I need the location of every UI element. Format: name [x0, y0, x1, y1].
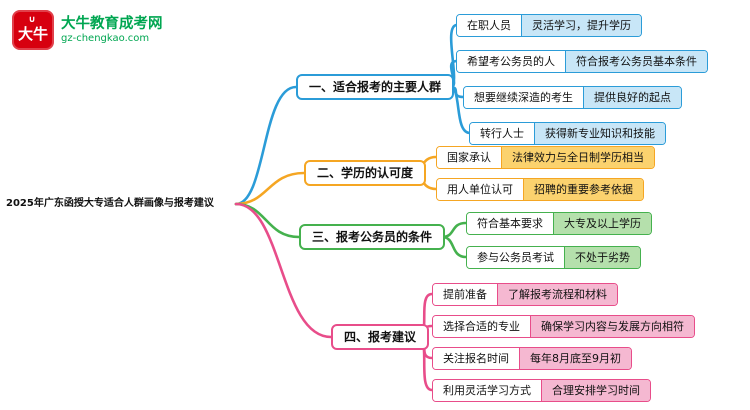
leaf-label: 希望考公务员的人	[457, 51, 565, 72]
leaf-node: 希望考公务员的人 符合报考公务员基本条件	[456, 50, 708, 73]
leaf-node: 想要继续深造的考生 提供良好的起点	[463, 86, 682, 109]
leaf-label: 在职人员	[457, 15, 521, 36]
leaf-label: 选择合适的专业	[433, 316, 530, 337]
leaf-node: 提前准备 了解报考流程和材料	[432, 283, 618, 306]
leaf-label: 国家承认	[437, 147, 501, 168]
leaf-value: 了解报考流程和材料	[497, 284, 617, 305]
leaf-label: 想要继续深造的考生	[464, 87, 583, 108]
leaf-value: 合理安排学习时间	[541, 380, 650, 401]
leaf-value: 大专及以上学历	[553, 213, 651, 234]
branch-node-2: 二、学历的认可度	[304, 160, 427, 186]
leaf-node: 利用灵活学习方式 合理安排学习时间	[432, 379, 651, 402]
leaf-node: 符合基本要求 大专及以上学历	[466, 212, 652, 235]
branch-node-4: 四、报考建议	[331, 324, 430, 350]
leaf-label: 用人单位认可	[437, 179, 523, 200]
bull-horns-glyph: ∪	[28, 14, 38, 25]
logo: ∪ 大牛 大牛教育成考网 gz-chengkao.com	[12, 10, 163, 50]
leaf-value: 灵活学习，提升学历	[521, 15, 641, 36]
leaf-value: 确保学习内容与发展方向相符	[530, 316, 694, 337]
leaf-value: 招聘的重要参考依据	[523, 179, 643, 200]
branch-node-1: 一、适合报考的主要人群	[296, 74, 455, 100]
logo-site-name: 大牛教育成考网	[61, 15, 163, 32]
logo-bull-icon: ∪ 大牛	[12, 10, 54, 50]
leaf-label: 提前准备	[433, 284, 497, 305]
leaf-node: 选择合适的专业 确保学习内容与发展方向相符	[432, 315, 695, 338]
leaf-value: 每年8月底至9月初	[519, 348, 631, 369]
leaf-label: 转行人士	[470, 123, 534, 144]
leaf-node: 在职人员 灵活学习，提升学历	[456, 14, 642, 37]
leaf-node: 国家承认 法律效力与全日制学历相当	[436, 146, 655, 169]
leaf-node: 转行人士 获得新专业知识和技能	[469, 122, 666, 145]
leaf-value: 符合报考公务员基本条件	[565, 51, 707, 72]
leaf-value: 获得新专业知识和技能	[534, 123, 665, 144]
leaf-node: 参与公务员考试 不处于劣势	[466, 246, 641, 269]
leaf-label: 关注报名时间	[433, 348, 519, 369]
branch-node-3: 三、报考公务员的条件	[299, 224, 446, 250]
leaf-node: 关注报名时间 每年8月底至9月初	[432, 347, 632, 370]
root-topic: 2025年广东函授大专适合人群画像与报考建议	[6, 198, 214, 209]
leaf-value: 不处于劣势	[564, 247, 640, 268]
leaf-label: 参与公务员考试	[467, 247, 564, 268]
leaf-label: 利用灵活学习方式	[433, 380, 541, 401]
logo-site-url: gz-chengkao.com	[61, 32, 150, 44]
leaf-value: 提供良好的起点	[583, 87, 681, 108]
leaf-label: 符合基本要求	[467, 213, 553, 234]
logo-text: 大牛教育成考网 gz-chengkao.com	[61, 16, 163, 44]
leaf-node: 用人单位认可 招聘的重要参考依据	[436, 178, 644, 201]
leaf-value: 法律效力与全日制学历相当	[501, 147, 654, 168]
logo-icon-text: 大牛	[17, 24, 48, 43]
